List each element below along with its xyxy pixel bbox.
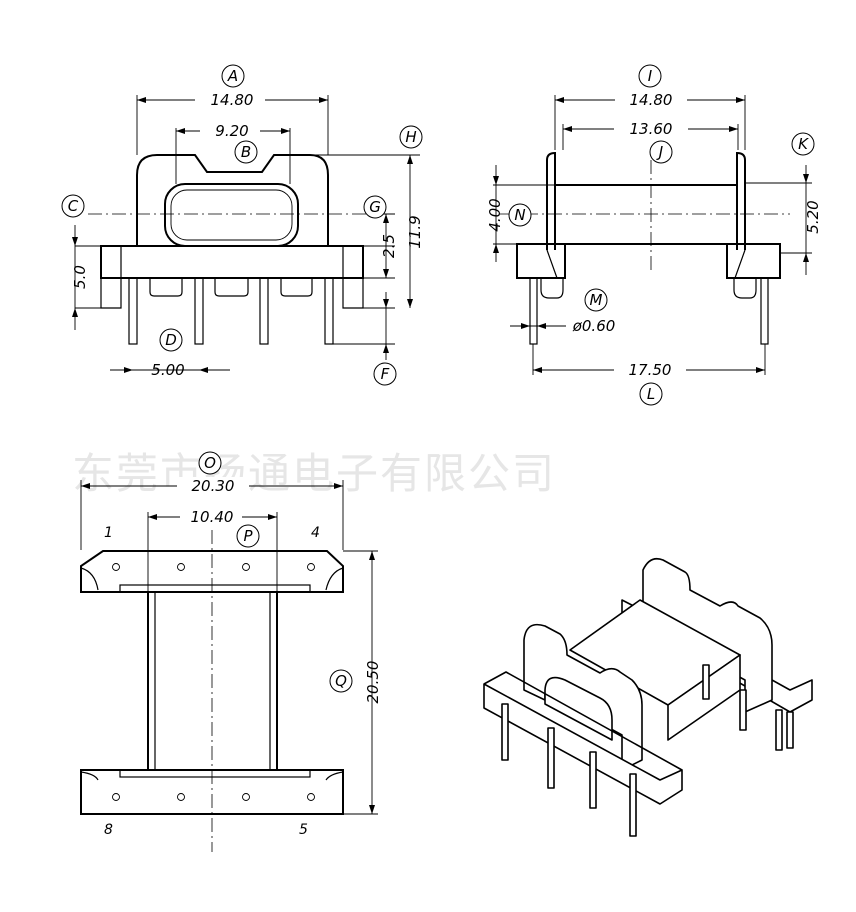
pin-label-4: 4 — [311, 525, 320, 541]
dim-core-offset: 2.5 — [380, 234, 398, 258]
label-l: L — [647, 385, 655, 403]
dim-side-total: 17.50 — [629, 361, 672, 379]
pin-label-1: 1 — [104, 525, 113, 541]
isometric-view — [483, 557, 813, 837]
label-j: J — [656, 143, 663, 161]
dim-total-height: 11.9 — [406, 215, 424, 248]
label-p: P — [243, 527, 253, 545]
side-view: 14.80 13.60 4.00 5.20 ø0.60 17.50 I J — [486, 64, 822, 406]
dim-pin-diameter: ø0.60 — [572, 317, 616, 335]
label-c: C — [68, 197, 79, 215]
label-a: A — [227, 67, 238, 85]
dim-bottom-width: 20.30 — [192, 477, 235, 495]
dim-bottom-length: 20.50 — [364, 661, 382, 704]
label-o: O — [204, 454, 216, 472]
pin-label-8: 8 — [104, 822, 113, 838]
label-i: I — [648, 67, 653, 85]
dim-side-width: 14.80 — [630, 91, 673, 109]
label-d: D — [165, 331, 177, 349]
dim-pin-pitch: 5.00 — [151, 361, 184, 379]
label-n: N — [514, 206, 525, 224]
label-m: M — [590, 291, 603, 309]
dim-side-left-height: 4.00 — [486, 198, 504, 231]
pin-label-5: 5 — [299, 822, 308, 838]
dim-window-width: 9.20 — [215, 122, 248, 140]
dim-front-width: 14.80 — [211, 91, 254, 109]
label-h: H — [405, 128, 416, 146]
dim-bottom-inner: 10.40 — [191, 508, 234, 526]
label-f: F — [381, 365, 390, 383]
label-b: B — [241, 143, 251, 161]
watermark-text: 东莞市扬通电子有限公司 — [72, 449, 556, 498]
bottom-view: 20.30 10.40 20.50 O P Q 1 4 8 5 — [80, 451, 382, 852]
dim-base-height: 5.0 — [71, 265, 89, 289]
front-view: 14.80 9.20 11.9 2.5 5.0 5.00 A — [61, 64, 424, 386]
label-k: K — [798, 135, 809, 153]
dim-side-inner: 13.60 — [630, 120, 673, 138]
dim-side-right-height: 5.20 — [804, 200, 822, 233]
label-g: G — [369, 198, 381, 216]
label-q: Q — [335, 672, 347, 690]
